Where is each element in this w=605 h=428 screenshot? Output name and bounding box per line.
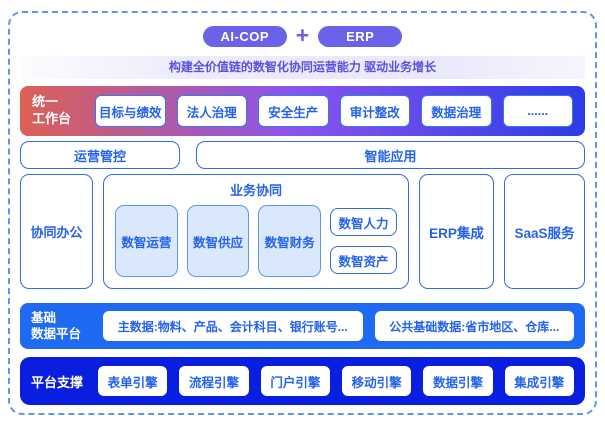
chip-data-engine[interactable]: 数据引擎 [423, 366, 493, 396]
card-digital-supply[interactable]: 数智供应 [186, 205, 250, 277]
chip-integration-engine[interactable]: 集成引擎 [504, 366, 574, 396]
chip-public-base-data[interactable]: 公共基础数据:省市地区、仓库... [374, 311, 574, 341]
card-digital-finance[interactable]: 数智财务 [258, 205, 322, 277]
chip-legal-governance[interactable]: 法人治理 [176, 95, 247, 127]
unified-workbench-bar: 统一 工作台 目标与绩效 法人治理 安全生产 审计整改 数据治理 ...... [20, 86, 585, 136]
card-digital-assets[interactable]: 数智资产 [330, 246, 398, 274]
chip-form-engine[interactable]: 表单引擎 [98, 366, 168, 396]
chip-more[interactable]: ...... [502, 95, 573, 127]
chip-audit-rectification[interactable]: 审计整改 [339, 95, 410, 127]
platform-support-bar: 平台支撑 表单引擎 流程引擎 门户引擎 移动引擎 数据引擎 集成引擎 [20, 357, 585, 405]
middle-row: 运营管控 智能应用 [20, 141, 585, 169]
erp-integration-box[interactable]: ERP集成 [419, 174, 494, 289]
business-collab-title: 业务协同 [229, 183, 282, 198]
header-pills: AI-COP + ERP [20, 22, 585, 48]
collab-row: 协同办公 业务协同 数智运营 数智供应 数智财务 数智人力 数智资产 ERP集成… [20, 174, 585, 289]
ops-control-box[interactable]: 运营管控 [20, 141, 180, 169]
plus-icon: + [295, 22, 310, 48]
chip-data-governance[interactable]: 数据治理 [421, 95, 492, 127]
diagram-frame: AI-COP + ERP 构建全价值链的数智化协同运营能力 驱动业务增长 统一 … [8, 11, 597, 415]
card-digital-hr[interactable]: 数智人力 [330, 208, 398, 236]
unified-workbench-label: 统一 工作台 [32, 94, 72, 126]
saas-services-box[interactable]: SaaS服务 [504, 174, 585, 289]
business-collab-body: 数智运营 数智供应 数智财务 数智人力 数智资产 [115, 205, 398, 277]
ai-cop-pill[interactable]: AI-COP [202, 26, 287, 47]
erp-pill[interactable]: ERP [318, 26, 403, 47]
chip-master-data[interactable]: 主数据:物料、产品、会计科目、银行账号... [103, 311, 363, 341]
chip-portal-engine[interactable]: 门户引擎 [260, 366, 330, 396]
chip-goals-performance[interactable]: 目标与绩效 [95, 95, 166, 127]
base-data-bar: 基础 数据平台 主数据:物料、产品、会计科目、银行账号... 公共基础数据:省市… [20, 303, 585, 349]
card-digital-operations[interactable]: 数智运营 [115, 205, 178, 277]
chip-workflow-engine[interactable]: 流程引擎 [179, 366, 249, 396]
business-collab-container: 业务协同 数智运营 数智供应 数智财务 数智人力 数智资产 [103, 174, 409, 289]
chip-mobile-engine[interactable]: 移动引擎 [341, 366, 412, 396]
collab-office-box[interactable]: 协同办公 [20, 174, 93, 289]
smart-apps-box[interactable]: 智能应用 [196, 141, 585, 169]
chip-safety-production[interactable]: 安全生产 [258, 95, 329, 127]
business-collab-side-column: 数智人力 数智资产 [330, 205, 398, 277]
platform-support-label: 平台支撑 [31, 374, 84, 390]
base-data-label: 基础 数据平台 [31, 310, 82, 341]
subtitle-banner: 构建全价值链的数智化协同运营能力 驱动业务增长 [20, 56, 585, 79]
